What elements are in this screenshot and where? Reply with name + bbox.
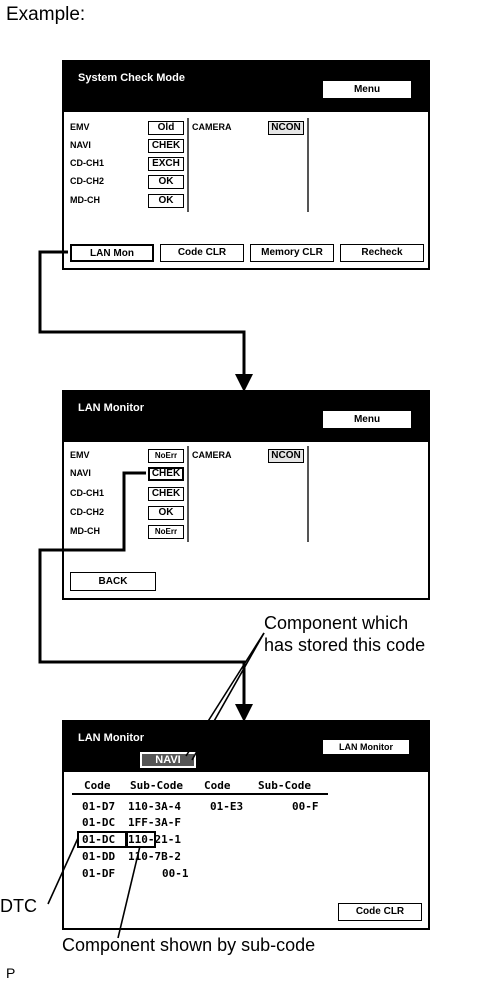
row-label: EMV xyxy=(70,122,90,132)
row-label: CD-CH1 xyxy=(70,158,105,168)
memory-clr-button[interactable]: Memory CLR xyxy=(250,244,334,262)
callout-component-sub-code: Component shown by sub-code xyxy=(62,935,316,955)
dtc-code: 01-DF xyxy=(82,867,116,880)
row-label: NAVI xyxy=(70,468,91,478)
dtc-code: 01-D7 xyxy=(82,800,116,813)
dtc-code: 01-DC xyxy=(82,816,116,829)
row-label: MD-CH xyxy=(70,195,100,205)
row-label: CD-CH2 xyxy=(70,176,105,186)
header-sub-code: Sub-Code xyxy=(130,779,183,792)
status-box-navi: CHEK xyxy=(148,467,184,481)
column-divider xyxy=(187,446,189,542)
status-box: OK xyxy=(148,506,184,520)
sub-code: 1FF-3A-F xyxy=(128,816,181,829)
status-box: NoErr xyxy=(148,449,184,463)
row-label: CD-CH2 xyxy=(70,507,105,517)
lan-mon-button[interactable]: LAN Mon xyxy=(70,244,154,262)
connector-lan-mon xyxy=(38,250,246,378)
system-check-mode-screen: System Check Mode Menu EMV NAVI CD-CH1 C… xyxy=(62,60,430,270)
recheck-button[interactable]: Recheck xyxy=(340,244,424,262)
code-clr-button[interactable]: Code CLR xyxy=(160,244,244,262)
arrow-head xyxy=(235,374,253,392)
heading: Example: xyxy=(6,4,86,25)
sub-code: 110-7B-2 xyxy=(128,850,181,863)
camera-label: CAMERA xyxy=(192,450,232,460)
leader-sub-code xyxy=(117,845,141,939)
camera-status-box: NCON xyxy=(268,449,304,463)
header-code: Code xyxy=(84,779,111,792)
leader-component xyxy=(191,632,265,761)
dtc-code: 01-E3 xyxy=(210,800,244,813)
screen-title: LAN Monitor xyxy=(78,402,144,414)
menu-button[interactable]: Menu xyxy=(322,410,412,429)
menu-button[interactable]: Menu xyxy=(322,80,412,99)
sub-code-highlight-box xyxy=(126,831,156,848)
status-box: OK xyxy=(148,194,184,208)
callout-dtc: DTC xyxy=(0,896,37,916)
code-clr-button[interactable]: Code CLR xyxy=(338,903,422,921)
leader-dtc xyxy=(47,837,79,905)
column-divider xyxy=(187,118,189,212)
row-label: EMV xyxy=(70,450,90,460)
leader-component xyxy=(185,632,265,757)
dtc-code: 01-DD xyxy=(82,850,116,863)
column-divider xyxy=(307,118,309,212)
title-bar: LAN Monitor NAVI LAN Monitor xyxy=(64,722,428,772)
header-sub-code: Sub-Code xyxy=(258,779,311,792)
status-box: CHEK xyxy=(148,487,184,501)
lan-monitor-button[interactable]: LAN Monitor xyxy=(322,739,410,755)
sub-code: 00-1 xyxy=(162,867,189,880)
title-bar: System Check Mode Menu xyxy=(64,62,428,112)
table-header-rule xyxy=(72,793,328,795)
camera-label: CAMERA xyxy=(192,122,232,132)
arrow-head xyxy=(235,704,253,722)
screen-title: LAN Monitor xyxy=(78,732,144,744)
sub-code: 00-F xyxy=(292,800,319,813)
header-code: Code xyxy=(204,779,231,792)
sub-code: 110-3A-4 xyxy=(128,800,181,813)
title-bar: LAN Monitor Menu xyxy=(64,392,428,442)
lan-monitor-detail-screen: LAN Monitor NAVI LAN Monitor Code Sub-Co… xyxy=(62,720,430,930)
status-box: Old xyxy=(148,121,184,135)
camera-status-box: NCON xyxy=(268,121,304,135)
component-name-box: NAVI xyxy=(140,752,196,768)
row-label: CD-CH1 xyxy=(70,488,105,498)
column-divider xyxy=(307,446,309,542)
status-box: CHEK xyxy=(148,139,184,153)
connector-navi xyxy=(38,471,246,708)
row-label: NAVI xyxy=(70,140,91,150)
status-box: OK xyxy=(148,175,184,189)
callout-component-stored: Component which has stored this code xyxy=(264,613,426,655)
screen-title: System Check Mode xyxy=(78,72,185,84)
footer-letter: P xyxy=(6,965,16,981)
back-button[interactable]: BACK xyxy=(70,572,156,591)
status-box: EXCH xyxy=(148,157,184,171)
row-label: MD-CH xyxy=(70,526,100,536)
dtc-code: 01-DC xyxy=(82,833,116,846)
status-box: NoErr xyxy=(148,525,184,539)
